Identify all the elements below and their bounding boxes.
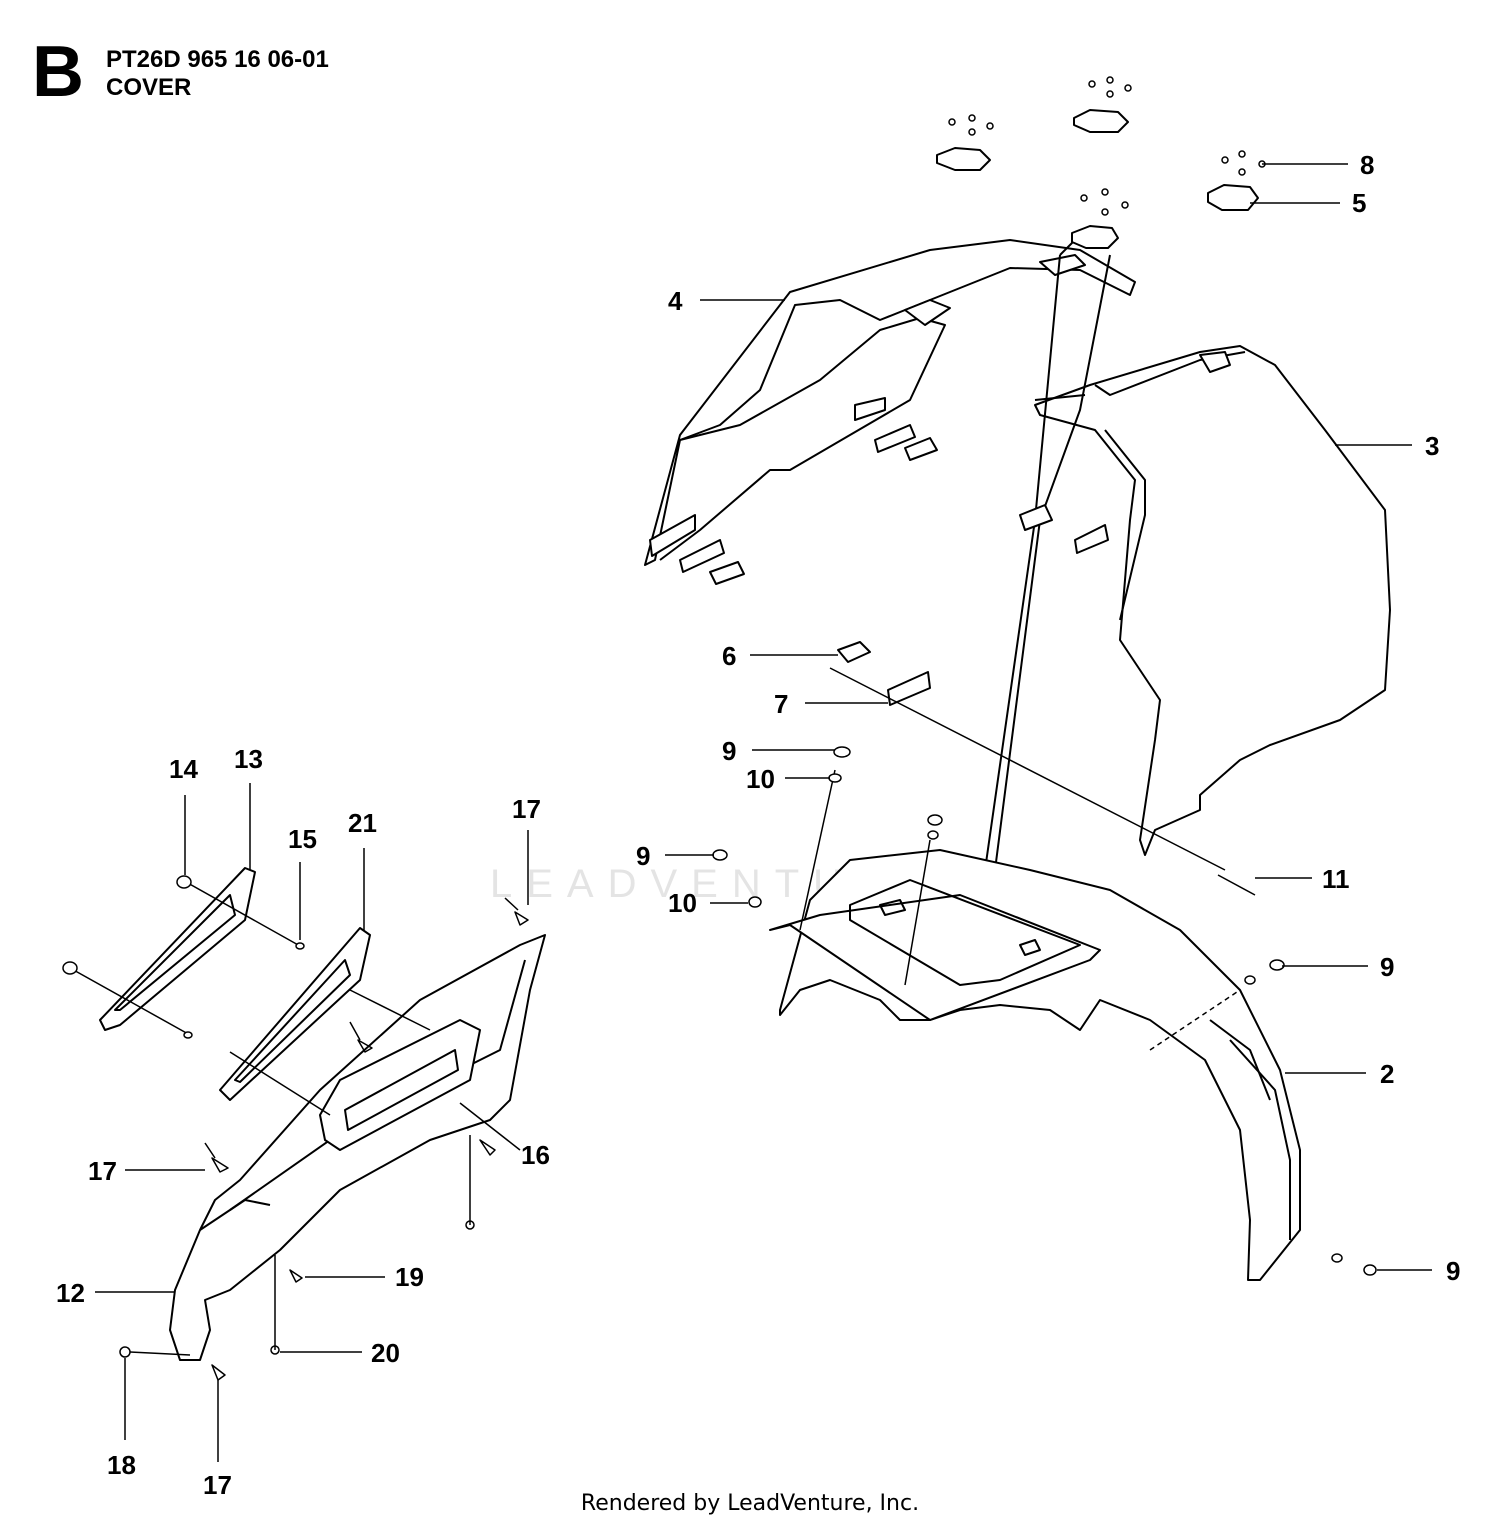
callout-12: 12: [56, 1278, 85, 1308]
callout-15: 15: [288, 824, 317, 854]
part-21-window-frame[interactable]: [219, 927, 371, 1101]
callout-18: 18: [107, 1450, 136, 1480]
callout-labels: 8 5 4 3 6 7 9 10 9 10 11 9 2 9 14 13 15 …: [56, 150, 1460, 1500]
callout-7: 7: [774, 689, 788, 719]
assembly-lines: [69, 769, 1241, 1350]
part-4-upper-frame[interactable]: [644, 239, 1136, 585]
callout-6: 6: [722, 641, 736, 671]
callout-10: 10: [668, 888, 697, 918]
hardware[interactable]: [62, 746, 1377, 1381]
callout-17: 17: [203, 1470, 232, 1500]
section-letter: B: [32, 32, 84, 112]
callout-21: 21: [348, 808, 377, 838]
part-7-strip[interactable]: [887, 671, 931, 706]
callout-19: 19: [395, 1262, 424, 1292]
column-strip: [984, 229, 1111, 871]
callout-14: 14: [169, 754, 198, 784]
callout-8: 8: [1360, 150, 1374, 180]
callout-17: 17: [88, 1156, 117, 1186]
callout-9: 9: [1446, 1256, 1460, 1286]
callout-3: 3: [1425, 431, 1439, 461]
callout-10: 10: [746, 764, 775, 794]
callout-11: 11: [1322, 864, 1350, 894]
callout-16: 16: [521, 1140, 550, 1170]
callout-9: 9: [722, 736, 736, 766]
part-2-fender[interactable]: [769, 849, 1301, 1281]
part-3-side-cover[interactable]: [1034, 345, 1391, 856]
callout-9: 9: [1380, 952, 1394, 982]
callout-leaders: [95, 163, 1432, 1462]
part-5-hinge-clips[interactable]: [936, 109, 1259, 249]
callout-9: 9: [636, 841, 650, 871]
section-title: COVER: [106, 74, 192, 101]
footer-credit: Rendered by LeadVenture, Inc.: [580, 1491, 920, 1516]
callout-5: 5: [1352, 188, 1366, 218]
callout-20: 20: [371, 1338, 400, 1368]
part-6-pad[interactable]: [837, 641, 871, 663]
model-number: PT26D 965 16 06-01: [106, 46, 329, 73]
callout-13: 13: [234, 744, 263, 774]
part-13-window-frame[interactable]: [99, 867, 256, 1031]
callout-2: 2: [1380, 1059, 1394, 1089]
callout-17: 17: [512, 794, 541, 824]
callout-4: 4: [668, 286, 683, 316]
part-12-side-panel[interactable]: [169, 934, 546, 1361]
